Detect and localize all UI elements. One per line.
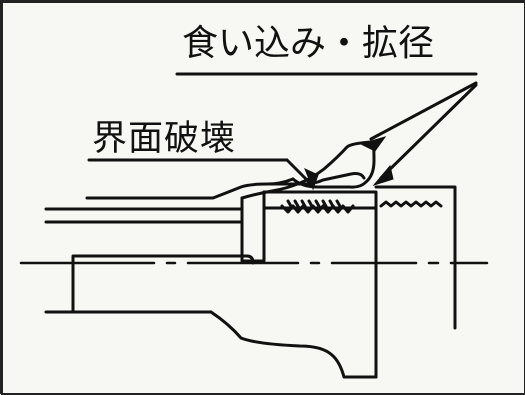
thread-hatching — [286, 199, 343, 210]
arrowhead-upper — [359, 136, 387, 152]
arrow-to-interface — [285, 158, 314, 187]
arrowhead-lower — [372, 164, 394, 186]
upper-pipe — [44, 207, 244, 224]
arrowhead-interface — [304, 168, 319, 191]
thread-upper — [379, 200, 443, 208]
lower-flared-section — [209, 310, 378, 379]
arrow-to-upper-expansion — [369, 81, 478, 141]
fitting-body-outline — [240, 190, 266, 263]
lower-pipe-main — [71, 254, 255, 314]
arrow-to-lower-expansion — [379, 83, 478, 180]
bite-expansion-label: 食い込み・拡径 — [182, 23, 435, 64]
outer-tube — [85, 177, 295, 200]
nut-outline — [374, 185, 457, 330]
interface-failure-label: 界面破壊 — [92, 119, 237, 159]
